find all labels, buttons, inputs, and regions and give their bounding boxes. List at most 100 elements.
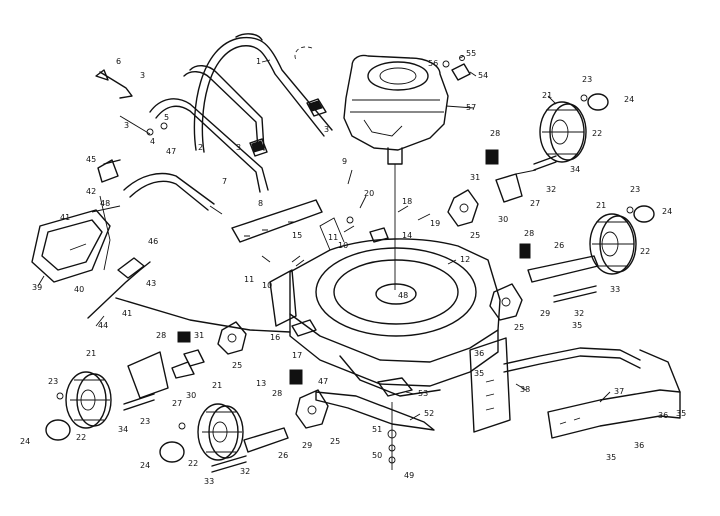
blade-assembly xyxy=(315,377,435,470)
callout-35: 35 xyxy=(572,321,582,330)
callout-55: 55 xyxy=(466,49,476,58)
callout-9: 9 xyxy=(342,157,347,166)
callout-35: 35 xyxy=(676,409,686,418)
wheel-rear-upper xyxy=(539,93,609,163)
callout-3: 3 xyxy=(124,121,129,130)
callout-3: 3 xyxy=(236,143,241,152)
callout-23: 23 xyxy=(48,377,58,386)
wheel-rear-lower xyxy=(527,205,655,283)
callout-31: 31 xyxy=(194,331,204,340)
callout-8: 8 xyxy=(258,199,263,208)
callout-47: 47 xyxy=(166,147,176,156)
callout-32: 32 xyxy=(546,185,556,194)
callout-14: 14 xyxy=(402,231,412,240)
callout-40: 40 xyxy=(74,285,84,294)
callout-31: 31 xyxy=(470,173,480,182)
callout-labels: 1 2 3 3 3 3 4 5 6 7 8 9 10 10 11 11 12 1… xyxy=(20,49,686,486)
callout-48: 48 xyxy=(100,199,110,208)
callout-44: 44 xyxy=(98,321,108,330)
deck-skirt xyxy=(269,269,441,397)
callout-24: 24 xyxy=(140,461,150,470)
callout-36: 36 xyxy=(658,411,668,420)
callout-43: 43 xyxy=(146,279,156,288)
wheel-front-left xyxy=(45,371,112,441)
callout-12: 12 xyxy=(460,255,470,264)
side-discharge-chute xyxy=(547,349,681,439)
callout-25: 25 xyxy=(470,231,480,240)
callout-24: 24 xyxy=(20,437,30,446)
callout-47: 47 xyxy=(318,377,328,386)
callout-15: 15 xyxy=(292,231,302,240)
callout-2: 2 xyxy=(198,143,203,152)
callout-27: 27 xyxy=(172,399,182,408)
callout-52: 52 xyxy=(424,409,434,418)
callout-21: 21 xyxy=(596,201,606,210)
callout-10: 10 xyxy=(262,281,272,290)
callout-29: 29 xyxy=(302,441,312,450)
callout-1: 1 xyxy=(256,57,261,66)
callout-27: 27 xyxy=(530,199,540,208)
callout-33: 33 xyxy=(204,477,214,486)
handle-bolt-parts xyxy=(95,69,223,215)
height-adjuster-rear-left xyxy=(447,189,479,227)
leader-lines xyxy=(37,55,611,421)
axle-bolts xyxy=(123,155,597,473)
grass-catcher xyxy=(31,209,111,283)
adjuster-handles xyxy=(177,149,531,385)
callout-26: 26 xyxy=(278,451,288,460)
callout-22: 22 xyxy=(188,459,198,468)
mower-deck xyxy=(289,217,501,387)
callout-6: 6 xyxy=(116,57,121,66)
callout-11: 11 xyxy=(244,275,254,284)
callout-50: 50 xyxy=(372,451,382,460)
callout-23: 23 xyxy=(630,185,640,194)
engine xyxy=(294,46,449,290)
callout-25: 25 xyxy=(330,437,340,446)
callout-41: 41 xyxy=(122,309,132,318)
rear-baffle xyxy=(469,337,641,433)
callout-25: 25 xyxy=(232,361,242,370)
callout-34: 34 xyxy=(118,425,128,434)
callout-39: 39 xyxy=(32,283,42,292)
callout-46: 46 xyxy=(148,237,158,246)
callout-20: 20 xyxy=(364,189,374,198)
callout-7: 7 xyxy=(222,177,227,186)
callout-29: 29 xyxy=(540,309,550,318)
callout-36: 36 xyxy=(474,349,484,358)
callout-54: 54 xyxy=(478,71,488,80)
callout-23: 23 xyxy=(582,75,592,84)
handle-bracket xyxy=(231,199,323,243)
callout-23: 23 xyxy=(140,417,150,426)
callout-33: 33 xyxy=(610,285,620,294)
callout-21: 21 xyxy=(542,91,552,100)
callout-42: 42 xyxy=(86,187,96,196)
callout-45: 45 xyxy=(86,155,96,164)
callout-30: 30 xyxy=(186,391,196,400)
callout-19: 19 xyxy=(430,219,440,228)
height-adjuster-front-left xyxy=(217,321,247,355)
callout-37: 37 xyxy=(614,387,624,396)
callout-49: 49 xyxy=(404,471,414,480)
rear-axle-rod xyxy=(87,257,291,333)
height-adjuster-front-right xyxy=(295,389,329,429)
callout-53: 53 xyxy=(418,389,428,398)
callout-16: 16 xyxy=(270,333,280,342)
callout-18: 18 xyxy=(402,197,412,206)
callout-28: 28 xyxy=(490,129,500,138)
wheel-front-right xyxy=(159,403,289,463)
callout-28: 28 xyxy=(524,229,534,238)
engine-fasteners xyxy=(442,55,471,81)
rear-door-spring xyxy=(91,159,121,271)
callout-13: 13 xyxy=(256,379,266,388)
callout-35: 35 xyxy=(474,369,484,378)
callout-21: 21 xyxy=(212,381,222,390)
small-hardware xyxy=(127,169,537,399)
callout-51: 51 xyxy=(372,425,382,434)
callout-28: 28 xyxy=(156,331,166,340)
callout-36: 36 xyxy=(634,441,644,450)
callout-21: 21 xyxy=(86,349,96,358)
callout-3: 3 xyxy=(140,71,145,80)
callout-4: 4 xyxy=(150,137,155,146)
callout-56: 56 xyxy=(428,59,438,68)
